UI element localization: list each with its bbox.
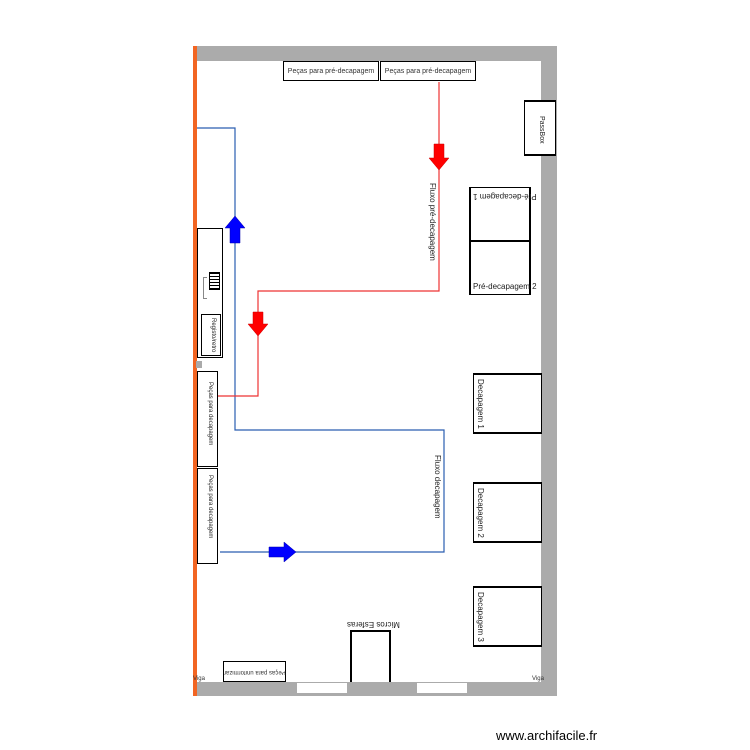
left-box-label: Peças para decapagem [207,475,213,539]
top-box-label: Peças para pré-decapagem [287,67,375,75]
uniformizar-label: Peças para uniformizar [223,668,286,675]
left-box-decapagem-1[interactable]: Peças para decapagem [197,371,218,467]
decapagem-3[interactable]: Decapagem 3 [473,586,542,647]
decapagem-1-label: Decapagem 1 [476,379,485,429]
top-box-label: Peças para pré-decapagem [384,67,472,75]
registo-box[interactable]: Registo/retro [201,314,221,356]
viga-right-label: Viga [532,676,544,682]
pre-decapagem-1-label: Pré-decapagem 1 [473,192,537,201]
pre-decapagem-2[interactable]: Pré-decapagem 2 [469,241,537,295]
wall-right [541,46,557,696]
pre-decapagem-1[interactable]: Pré-decapagem 1 [469,187,537,241]
wall-left-orange [193,46,197,696]
micro-esferas-label: Micros Esferas [347,620,400,629]
passbox-label: PassBox [538,116,545,144]
left-box-decapagem-2[interactable]: Peças para decapagem [197,468,218,564]
keypad-icon [209,272,220,290]
pre-decapagem-2-label: Pré-decapagem 2 [473,282,537,291]
micro-esferas-booth[interactable] [350,630,391,682]
decapagem-3-label: Decapagem 3 [476,592,485,642]
uniformizar-box[interactable]: Peças para uniformizar [223,661,286,682]
registo-label: Registo/retro [210,318,216,353]
column-icon [196,361,202,368]
decapagem-2[interactable]: Decapagem 2 [473,482,542,543]
bottom-opening-2 [417,683,467,693]
registo-cabinet[interactable]: Registo/retro [197,228,223,358]
bottom-opening-1 [297,683,347,693]
decapagem-1[interactable]: Decapagem 1 [473,373,542,434]
device-bracket-icon [203,277,207,299]
left-box-label: Peças para decapagem [207,382,213,446]
flow-decapagem-label: Fluxo decapagem [433,455,442,519]
wall-top [193,46,557,61]
flow-pre-decapagem-label: Fluxo pré-decapagem [428,183,437,261]
decapagem-2-label: Decapagem 2 [476,488,485,538]
passbox[interactable]: PassBox [524,100,556,156]
watermark: www.archifacile.fr [496,728,598,743]
viga-left-label: Viga [193,676,205,682]
top-box-pre-decapagem-1[interactable]: Peças para pré-decapagem [283,61,379,81]
top-box-pre-decapagem-2[interactable]: Peças para pré-decapagem [380,61,476,81]
